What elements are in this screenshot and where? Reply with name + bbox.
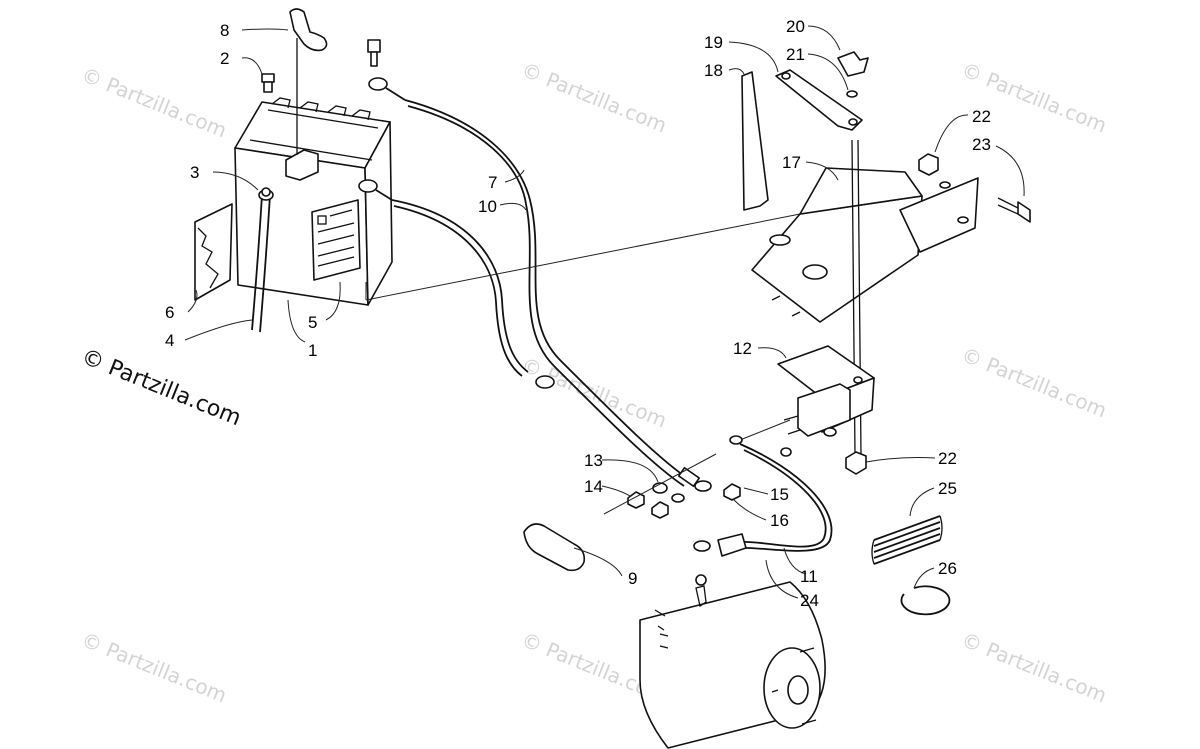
- callout-15: 15: [770, 485, 789, 504]
- starter-cable: [693, 435, 833, 557]
- wing-nut: [837, 51, 869, 98]
- terminal-boot: [523, 523, 586, 572]
- callout-20: 20: [786, 17, 805, 36]
- callout-7: 7: [488, 173, 497, 192]
- starter-solenoid: [783, 383, 851, 437]
- callout-3: 3: [190, 163, 199, 182]
- watermark-group: © Partzilla.com © Partzilla.com © Partzi…: [78, 57, 1110, 707]
- brand-watermark: © Partzilla.com: [78, 344, 245, 431]
- callout-10: 10: [478, 197, 497, 216]
- callout-13: 13: [584, 451, 603, 470]
- strap-bracket: [775, 69, 863, 131]
- callout-14: 14: [584, 477, 603, 496]
- bolt-23: [997, 197, 1031, 223]
- callout-9: 9: [628, 569, 637, 588]
- watermark: © Partzilla.com: [518, 57, 670, 137]
- battery-tray: [751, 167, 979, 323]
- hold-down-strap: [741, 71, 769, 211]
- terminal-cap: [289, 8, 328, 155]
- leader-lines: [184, 25, 1025, 599]
- watermark: © Partzilla.com: [958, 627, 1110, 707]
- callout-21: 21: [786, 45, 805, 64]
- callout-6: 6: [165, 303, 174, 322]
- battery-cable-positive: [368, 77, 712, 492]
- terminal-hardware: [603, 419, 792, 519]
- retaining-ring: [900, 585, 951, 616]
- callout-17: 17: [782, 153, 801, 172]
- callouts: 8 2 3 6 4 5 1 7 10 9 11 24 12 13 14 15 1…: [165, 17, 991, 610]
- watermark: © Partzilla.com: [78, 627, 230, 707]
- spring: [871, 515, 943, 565]
- callout-23: 23: [972, 135, 991, 154]
- callout-25: 25: [938, 479, 957, 498]
- callout-18: 18: [704, 61, 723, 80]
- callout-24: 24: [800, 591, 819, 610]
- callout-8: 8: [220, 21, 229, 40]
- callout-11: 11: [800, 567, 818, 586]
- watermark: © Partzilla.com: [78, 62, 230, 142]
- vent-tube: [251, 187, 274, 333]
- battery: [234, 97, 393, 306]
- callout-12: 12: [733, 339, 752, 358]
- callout-16: 16: [770, 511, 789, 530]
- watermark: © Partzilla.com: [518, 352, 670, 432]
- vent-fitting: [261, 73, 275, 93]
- callout-2: 2: [220, 49, 229, 68]
- battery-pad: [194, 203, 233, 301]
- callout-26: 26: [938, 559, 957, 578]
- callout-22-upper: 22: [972, 107, 991, 126]
- callout-22-lower: 22: [938, 449, 957, 468]
- callout-19: 19: [704, 33, 723, 52]
- callout-4: 4: [165, 331, 174, 350]
- callout-1: 1: [308, 341, 317, 360]
- nut-upper: [918, 153, 939, 176]
- bolt: [367, 39, 381, 67]
- starter-motor: [639, 574, 826, 749]
- nut-lower: [845, 451, 867, 475]
- watermark: © Partzilla.com: [958, 342, 1110, 422]
- battery-cable-negative: [358, 179, 555, 389]
- callout-5: 5: [308, 313, 317, 332]
